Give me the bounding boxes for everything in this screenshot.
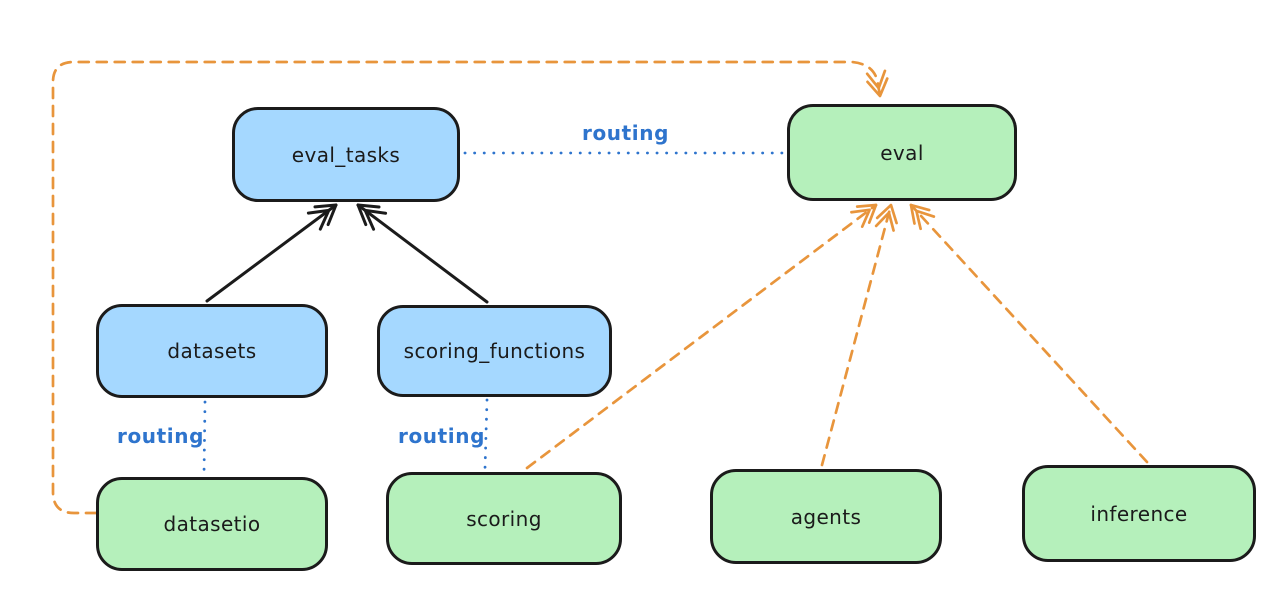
edge-scoring-functions-to-eval-tasks	[356, 203, 489, 304]
routing-label-datasets-datasetio: routing	[117, 424, 205, 448]
routing-label-scoring-functions-scoring: routing	[398, 424, 486, 448]
node-scoring: scoring	[386, 472, 622, 565]
node-datasets-label: datasets	[167, 339, 257, 363]
node-agents: agents	[710, 469, 942, 564]
edge-datasets-to-eval-tasks	[205, 203, 338, 303]
edge-datasetio-to-eval-loop	[51, 60, 889, 515]
edge-scoring-functions-to-scoring-routing	[483, 398, 489, 471]
node-inference: inference	[1022, 465, 1256, 562]
node-scoring-functions-label: scoring_functions	[403, 339, 586, 363]
edge-inference-to-eval	[909, 203, 1149, 464]
edge-agents-to-eval	[820, 203, 898, 467]
node-agents-label: agents	[790, 504, 862, 529]
edge-datasets-to-datasetio-routing	[202, 400, 207, 476]
node-eval: eval	[787, 104, 1017, 201]
node-datasets: datasets	[96, 304, 328, 398]
node-eval-tasks-label: eval_tasks	[291, 142, 401, 167]
edge-scoring-to-eval	[525, 203, 878, 470]
node-scoring-functions: scoring_functions	[377, 305, 612, 397]
node-datasetio: datasetio	[96, 477, 328, 571]
routing-label-eval-tasks-eval: routing	[582, 121, 670, 145]
node-inference-label: inference	[1090, 501, 1188, 526]
node-datasetio-label: datasetio	[163, 512, 261, 536]
node-scoring-label: scoring	[466, 506, 542, 531]
node-eval-tasks: eval_tasks	[232, 107, 460, 202]
node-eval-label: eval	[880, 140, 924, 165]
